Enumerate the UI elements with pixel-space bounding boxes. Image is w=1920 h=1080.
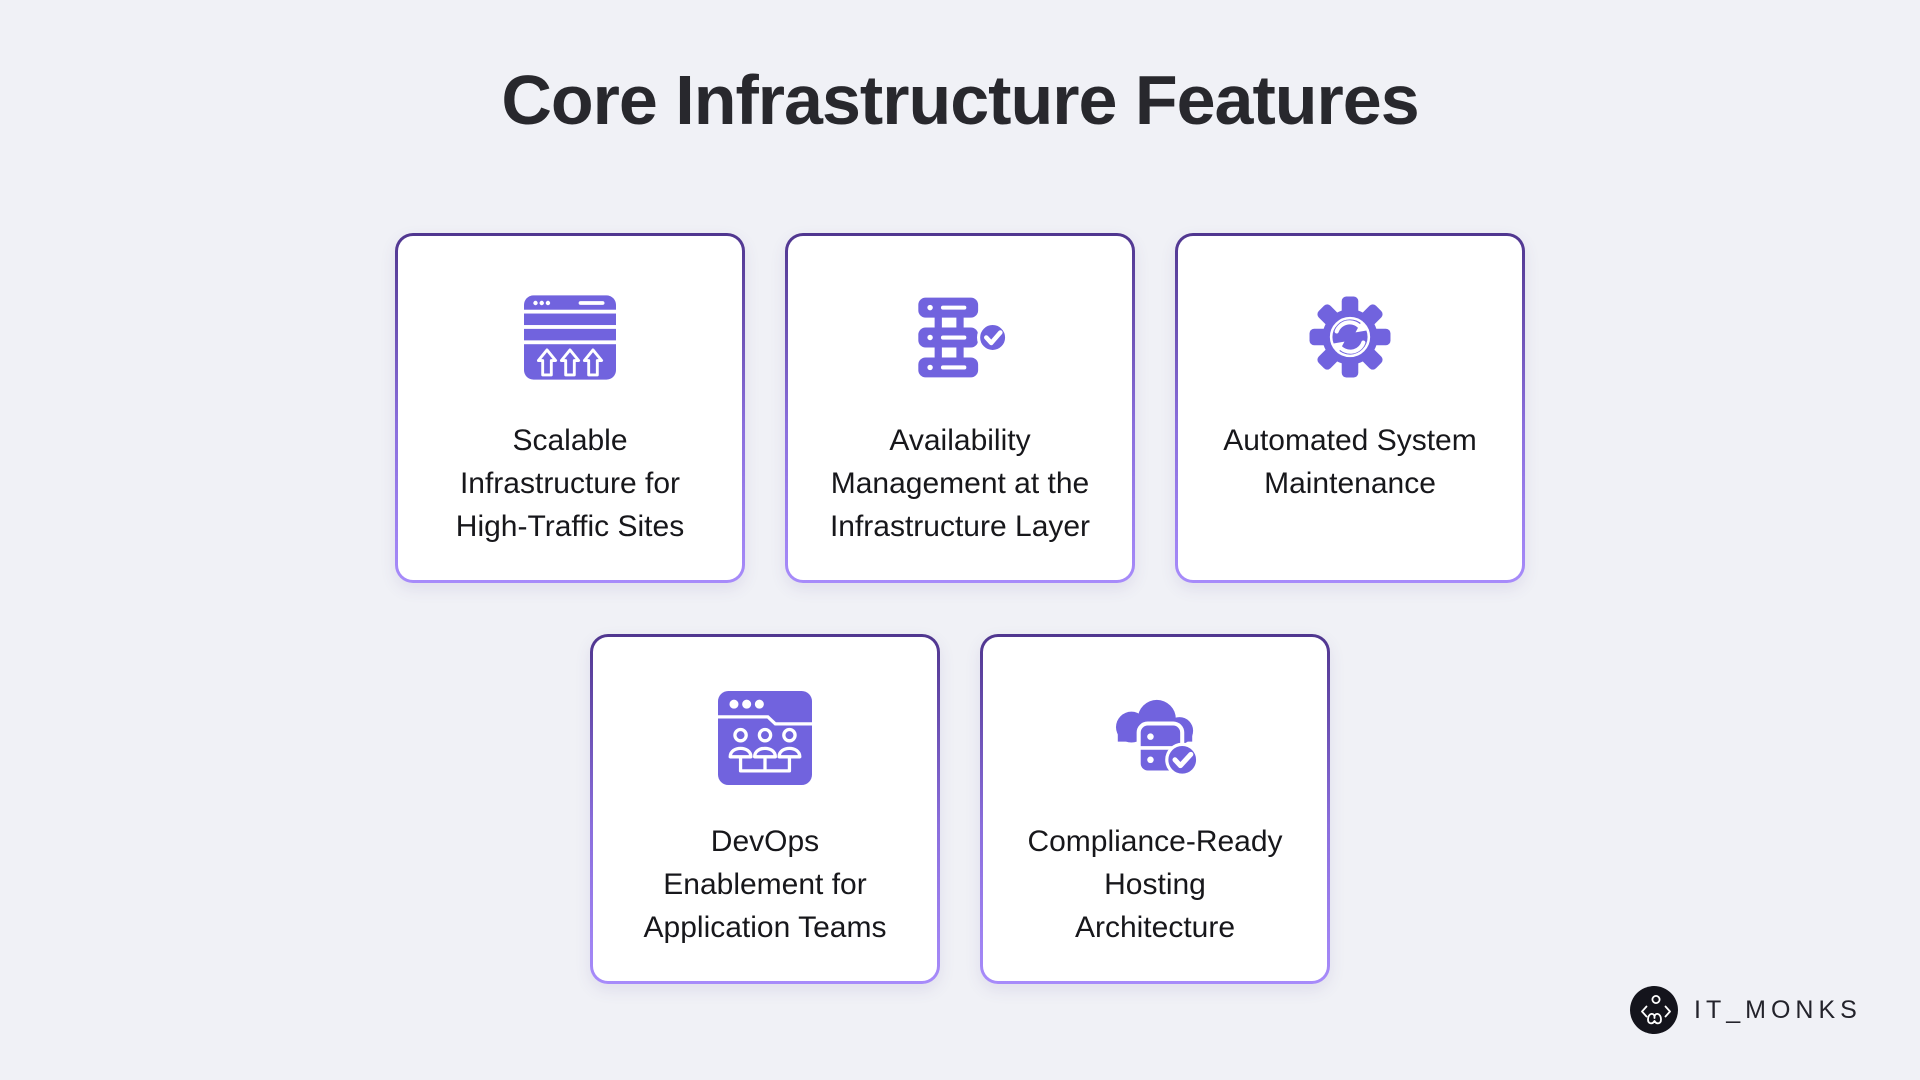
availability-server-check-icon (911, 291, 1009, 383)
card-inner: DevOps Enablement for Application Teams (593, 637, 937, 981)
compliance-cloud-check-icon (1106, 692, 1204, 784)
card-devops-enablement: DevOps Enablement for Application Teams (590, 634, 940, 984)
brand-name: IT_MONKS (1694, 995, 1862, 1024)
page-title: Core Infrastructure Features (501, 61, 1419, 139)
card-inner: Automated System Maintenance (1178, 236, 1522, 580)
card-label: Automated System Maintenance (1223, 424, 1477, 500)
card-label: Scalable Infrastructure for High-Traffic… (455, 424, 685, 543)
scalable-infrastructure-icon (524, 291, 616, 383)
card-label: Compliance-Ready Hosting Architecture (1027, 825, 1283, 944)
card-label: Availability Management at the Infrastru… (829, 424, 1091, 543)
devops-team-window-icon (718, 691, 812, 785)
card-scalable-infrastructure: Scalable Infrastructure for High-Traffic… (395, 233, 745, 583)
card-inner: Scalable Infrastructure for High-Traffic… (398, 236, 742, 580)
card-inner: Availability Management at the Infrastru… (788, 236, 1132, 580)
monk-meditation-icon (1629, 985, 1679, 1035)
card-availability-management: Availability Management at the Infrastru… (785, 233, 1135, 583)
cards-row-1: Scalable Infrastructure for High-Traffic… (0, 233, 1920, 583)
card-inner: Compliance-Ready Hosting Architecture (983, 637, 1327, 981)
card-compliance-hosting: Compliance-Ready Hosting Architecture (980, 634, 1330, 984)
cards-row-2: DevOps Enablement for Application Teams (0, 634, 1920, 984)
brand-logo: IT_MONKS (1629, 985, 1862, 1035)
card-automated-maintenance: Automated System Maintenance (1175, 233, 1525, 583)
automated-gear-sync-icon (1304, 291, 1396, 383)
card-label: DevOps Enablement for Application Teams (643, 825, 887, 944)
